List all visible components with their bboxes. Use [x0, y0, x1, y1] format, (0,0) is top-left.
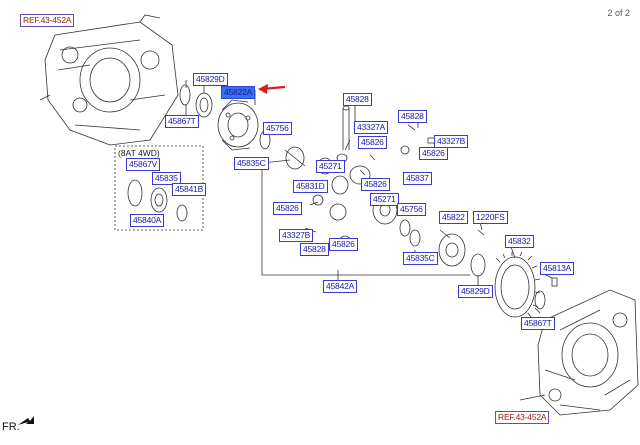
part-label[interactable]: 45832 [505, 235, 534, 248]
right-transmission-housing [537, 289, 639, 416]
part-label[interactable]: 45828 [300, 243, 329, 256]
part-label[interactable]: 45826 [419, 147, 448, 160]
part-label[interactable]: 45828 [398, 110, 427, 123]
orientation-label: FR. [2, 421, 20, 433]
part-label[interactable]: 45756 [263, 122, 292, 135]
part-label[interactable]: 43327B [434, 135, 469, 148]
part-label[interactable]: 45840A [130, 214, 165, 227]
part-label[interactable]: 45829D [193, 73, 228, 86]
part-label[interactable]: 45831D [293, 180, 328, 193]
part-label[interactable]: 45828 [343, 93, 372, 106]
part-label[interactable]: 45826 [358, 136, 387, 149]
part-label[interactable]: 45867V [126, 158, 161, 171]
part-label[interactable]: 45826 [273, 202, 302, 215]
part-label[interactable]: 45826 [361, 178, 390, 191]
ring-gear [494, 251, 541, 318]
part-label[interactable]: 45756 [397, 203, 426, 216]
part-label[interactable]: 45842A [323, 280, 358, 293]
part-label[interactable]: 1220FS [473, 211, 508, 224]
part-label[interactable]: 45829D [458, 285, 493, 298]
part-label[interactable]: 45822 [439, 211, 468, 224]
part-label[interactable]: 45813A [540, 262, 575, 275]
part-label[interactable]: 45835C [234, 157, 269, 170]
kit-label: (8AT 4WD) [118, 148, 160, 158]
page-indicator: 2 of 2 [607, 8, 630, 18]
part-label[interactable]: 45271 [316, 160, 345, 173]
part-label[interactable]: 43327B [279, 229, 314, 242]
ref-label-top[interactable]: REF.43-452A [20, 14, 75, 27]
part-label[interactable]: 45841B [172, 183, 207, 196]
part-label-highlighted[interactable]: 45822A [221, 86, 256, 99]
part-label[interactable]: 45837 [403, 172, 432, 185]
part-label[interactable]: 45826 [329, 238, 358, 251]
part-label[interactable]: 45867T [165, 115, 199, 128]
part-label[interactable]: 45835 [152, 172, 181, 185]
part-label[interactable]: 45867T [521, 317, 555, 330]
part-label[interactable]: 45835C [403, 252, 438, 265]
front-arrow-icon [18, 416, 34, 425]
differential-case [217, 99, 259, 151]
left-transmission-housing [39, 14, 179, 146]
part-label[interactable]: 43327A [354, 121, 389, 134]
ref-label-bottom[interactable]: REF.43-452A [495, 411, 550, 424]
part-label[interactable]: 45271 [370, 193, 399, 206]
